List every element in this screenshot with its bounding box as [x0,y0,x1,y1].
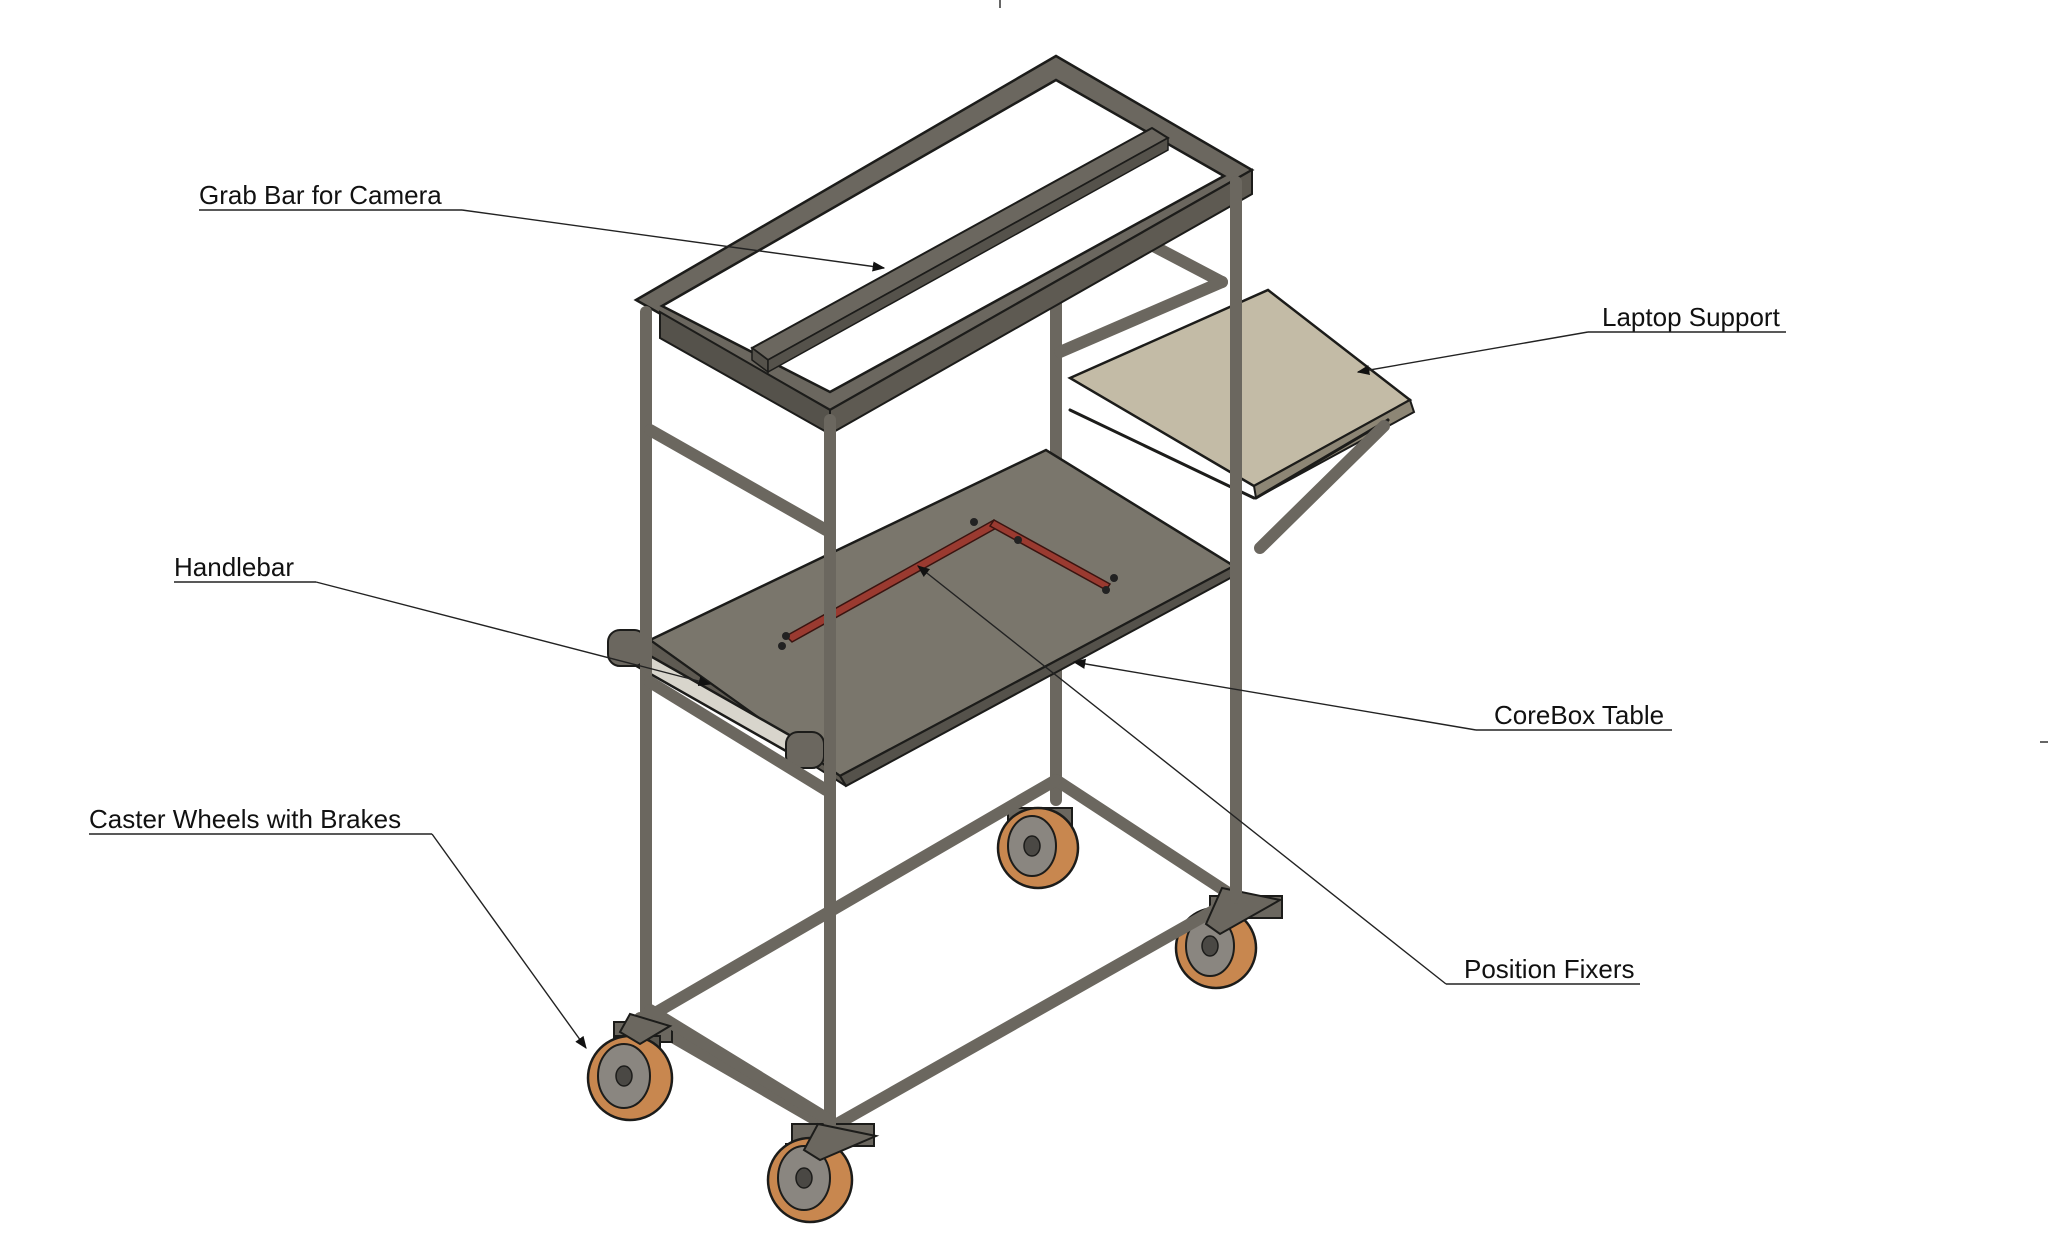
bottom-frame [634,886,1283,1134]
label-laptop-support: Laptop Support [1602,302,1781,332]
arrowhead-icon [315,581,712,687]
grab-bar [750,126,1170,374]
handlebar-bar [607,629,825,769]
callout-position-fixers: Position Fixers [917,565,1640,985]
label-caster-wheels: Caster Wheels with Brakes [89,804,401,834]
callout-corebox-table: CoreBox Table [1072,658,1672,731]
top-frame [633,54,1255,436]
arrowhead-icon [431,833,587,1050]
front-frame [618,176,1242,1162]
arrowhead-icon [1072,658,1477,731]
cart-drawing [586,54,1416,1224]
callout-laptop-support: Laptop Support [1356,302,1786,376]
arrowhead-icon [461,209,886,272]
caster-wheel-back-left [996,806,1080,890]
callout-handlebar: Handlebar [174,552,712,687]
caster-wheel-front-left [586,1021,674,1122]
arrowhead-icon [1356,331,1589,376]
position-fixers [778,518,1118,650]
label-corebox-table: CoreBox Table [1494,700,1664,730]
label-position-fixers: Position Fixers [1464,954,1635,984]
label-handlebar: Handlebar [174,552,294,582]
label-grab-bar: Grab Bar for Camera [199,180,442,210]
arrowhead-icon [917,565,1447,985]
callout-caster-wheels: Caster Wheels with Brakes [89,804,587,1050]
callout-grab-bar: Grab Bar for Camera [199,180,886,272]
